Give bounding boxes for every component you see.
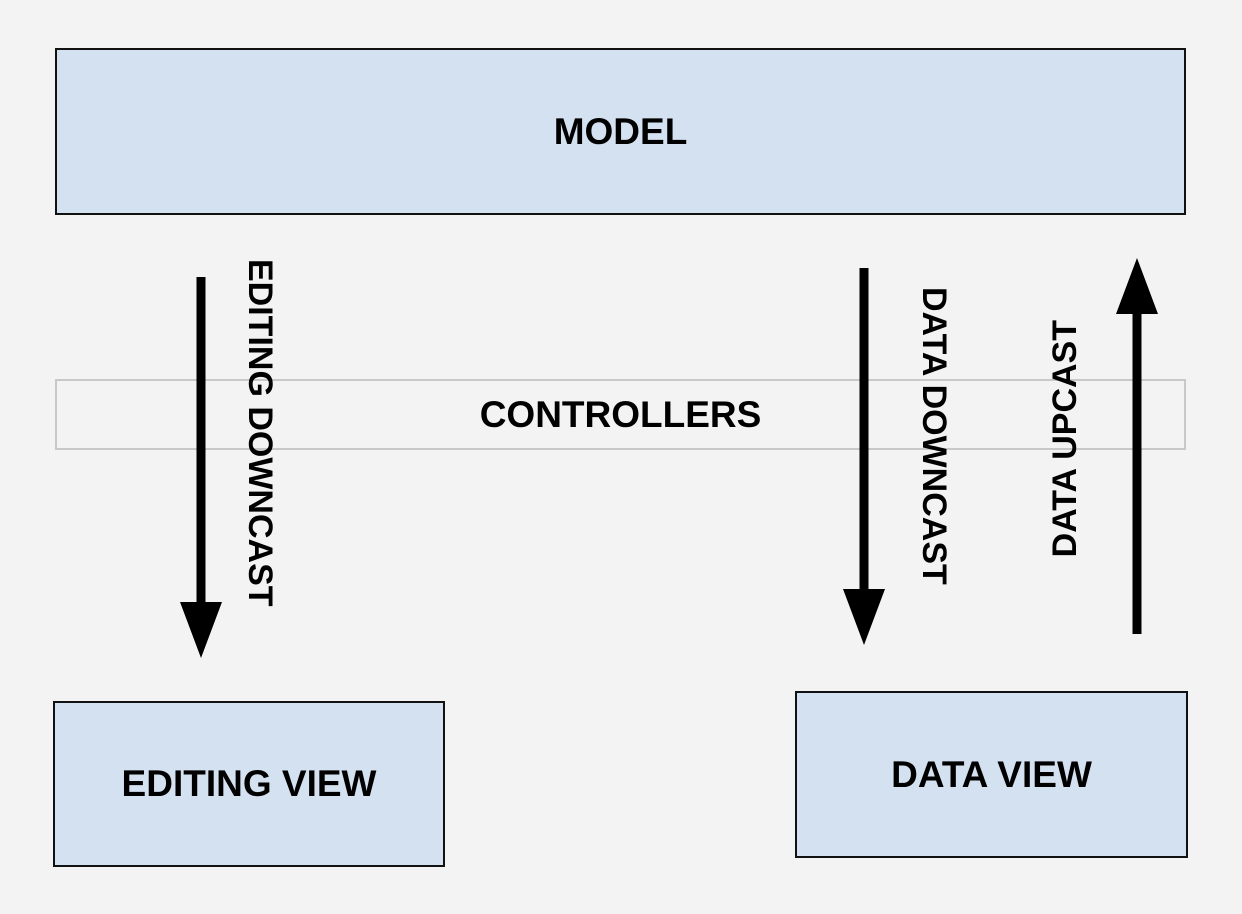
- editing-view-box: EDITING VIEW: [53, 701, 445, 867]
- model-label: MODEL: [553, 110, 688, 152]
- model-box: MODEL: [55, 48, 1186, 215]
- data-view-box: DATA VIEW: [795, 691, 1188, 858]
- data-upcast-arrow: [1116, 258, 1158, 634]
- editing-downcast-arrow: [180, 277, 222, 658]
- data-downcast-arrow: [843, 268, 885, 645]
- data-view-label: DATA VIEW: [891, 753, 1092, 795]
- data-upcast-label: DATA UPCAST: [1046, 320, 1084, 558]
- controllers-label: CONTROLLERS: [479, 393, 762, 435]
- editing-view-label: EDITING VIEW: [121, 763, 377, 804]
- data-downcast-label: DATA DOWNCAST: [915, 287, 953, 585]
- controllers-box: CONTROLLERS: [55, 379, 1186, 450]
- editing-downcast-label: EDITING DOWNCAST: [241, 259, 279, 607]
